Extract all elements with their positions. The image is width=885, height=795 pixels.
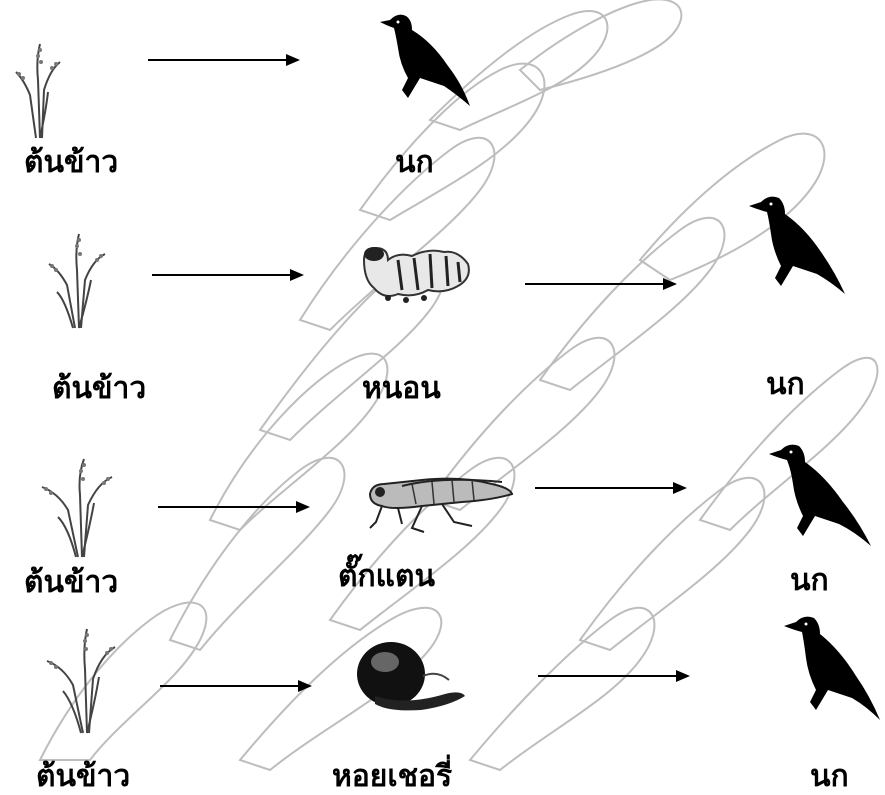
arrow (148, 50, 303, 70)
producer-label: ต้นข้าว (24, 568, 118, 598)
apple-snail-icon (345, 636, 470, 716)
producer-label: ต้นข้าว (36, 762, 130, 792)
arrow (160, 676, 315, 696)
consumer-label: นก (395, 148, 434, 178)
bird-icon (372, 8, 477, 108)
consumer-label: หอยเชอรี่ (332, 762, 452, 792)
arrow (525, 274, 680, 294)
rice-plant-icon (35, 625, 125, 735)
rice-plant-icon (10, 40, 70, 140)
bird-icon (765, 440, 875, 548)
arrow (538, 666, 693, 686)
producer-label: ต้นข้าว (52, 374, 146, 404)
consumer-label: ตั๊กแตน (338, 562, 435, 592)
grasshopper-icon (362, 466, 517, 536)
caterpillar-icon (358, 238, 478, 308)
rice-plant-icon (35, 230, 115, 330)
consumer-label: นก (766, 370, 805, 400)
rice-plant-icon (30, 455, 120, 560)
arrow (152, 265, 307, 285)
consumer-label: หนอน (362, 374, 441, 404)
consumer-label: นก (810, 762, 849, 792)
arrow (158, 497, 313, 517)
bird-icon (745, 192, 850, 297)
arrow (535, 478, 690, 498)
bird-icon (780, 612, 885, 722)
producer-label: ต้นข้าว (24, 148, 118, 178)
consumer-label: นก (790, 566, 829, 596)
